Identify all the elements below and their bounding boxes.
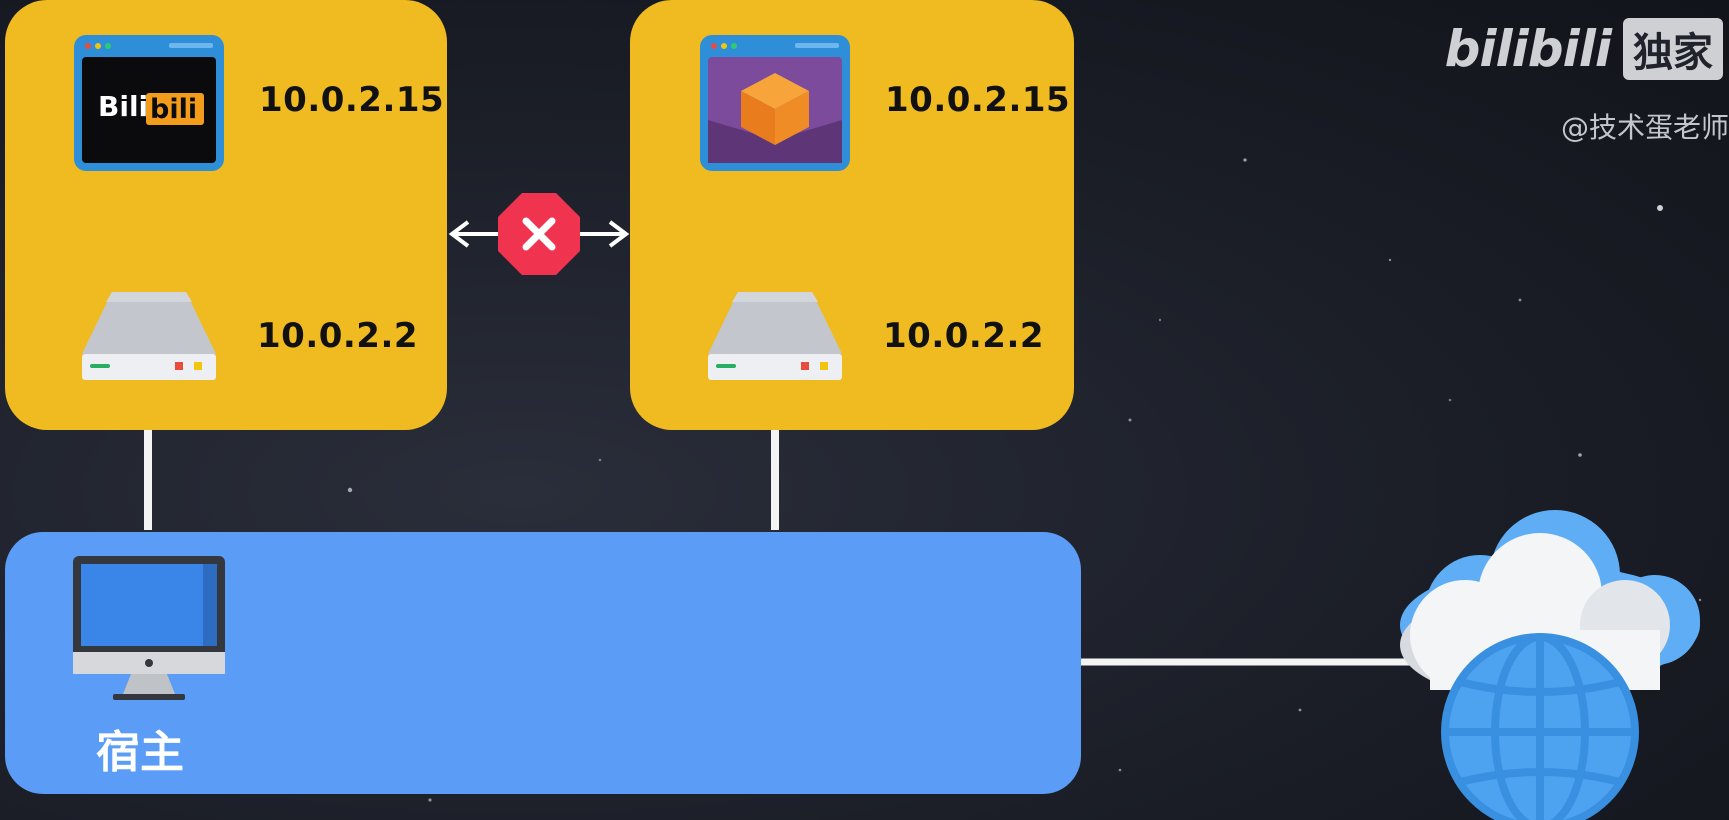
bilibili-logo-icon: Bili bili	[98, 90, 204, 125]
blocked-connection	[448, 193, 630, 275]
vm-right-box	[630, 0, 1074, 430]
router-icon	[708, 292, 842, 380]
vm-left-box	[5, 0, 447, 430]
app-logo-part2: bili	[150, 94, 197, 125]
monitor-icon	[73, 556, 225, 700]
watermark-author: @技术蛋老师	[1560, 111, 1729, 144]
vm-right-guest-ip: 10.0.2.15	[885, 80, 1071, 120]
watermark-exclusive-badge: 独家	[1623, 18, 1723, 80]
watermark-logo-text: bilibili	[1444, 20, 1612, 78]
host-box	[5, 532, 1081, 794]
app-window-icon: Bili bili	[74, 35, 224, 171]
cloud-globe-icon	[1400, 510, 1700, 820]
host-label: 宿主	[96, 727, 184, 778]
router-icon	[82, 292, 216, 380]
star-field	[347, 118, 1702, 802]
vm-right-gateway-ip: 10.0.2.2	[883, 316, 1045, 356]
vm-left-guest-ip: 10.0.2.15	[259, 80, 445, 120]
vm-left-gateway-ip: 10.0.2.2	[257, 316, 419, 356]
blocked-icon	[498, 193, 580, 275]
virtualbox-window-icon	[700, 35, 850, 171]
app-logo-part1: Bili	[98, 90, 148, 123]
bilibili-watermark: bilibili 独家	[1445, 18, 1723, 80]
